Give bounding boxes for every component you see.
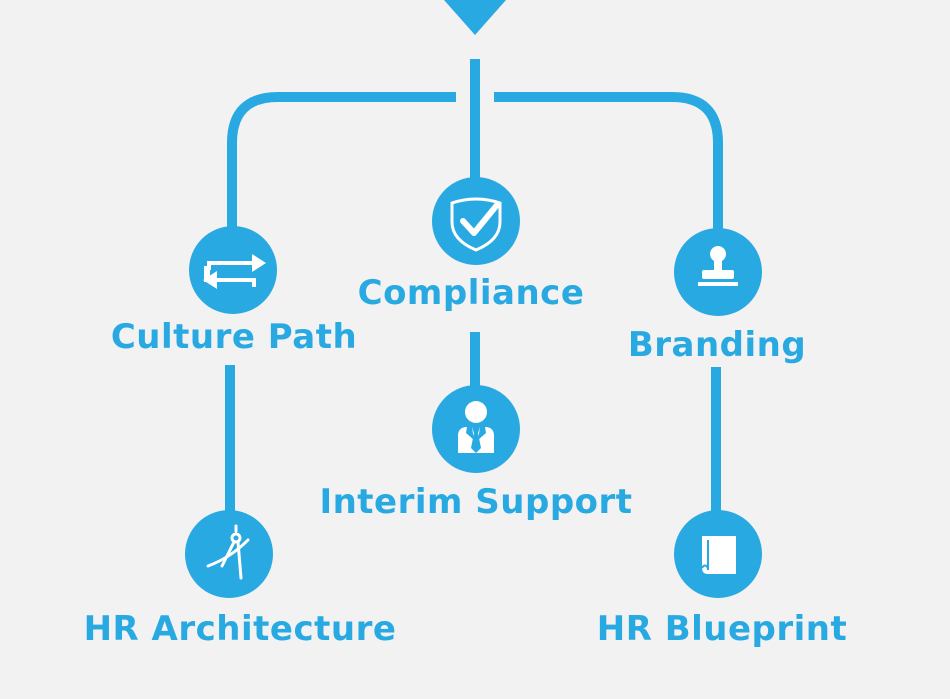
right-branch-line (494, 92, 723, 230)
interim-support-label: Interim Support (319, 482, 633, 522)
compliance-label: Compliance (357, 273, 585, 313)
top-arrow-pointer (444, 0, 506, 35)
compass-icon (206, 524, 250, 580)
stamp-icon (698, 246, 738, 286)
hr-blueprint-label: HR Blueprint (596, 609, 848, 649)
blueprint-icon (701, 536, 736, 574)
culture-path-label: Culture Path (110, 317, 358, 357)
compliance-node (432, 177, 520, 265)
culture-path-node (189, 226, 277, 314)
businessman-icon (458, 401, 494, 453)
shield-check-icon (450, 197, 502, 252)
arrows-icon (203, 254, 266, 289)
branding-label: Branding (627, 325, 807, 365)
hr-architecture-label: HR Architecture (83, 609, 397, 649)
left-branch-line (227, 92, 456, 228)
